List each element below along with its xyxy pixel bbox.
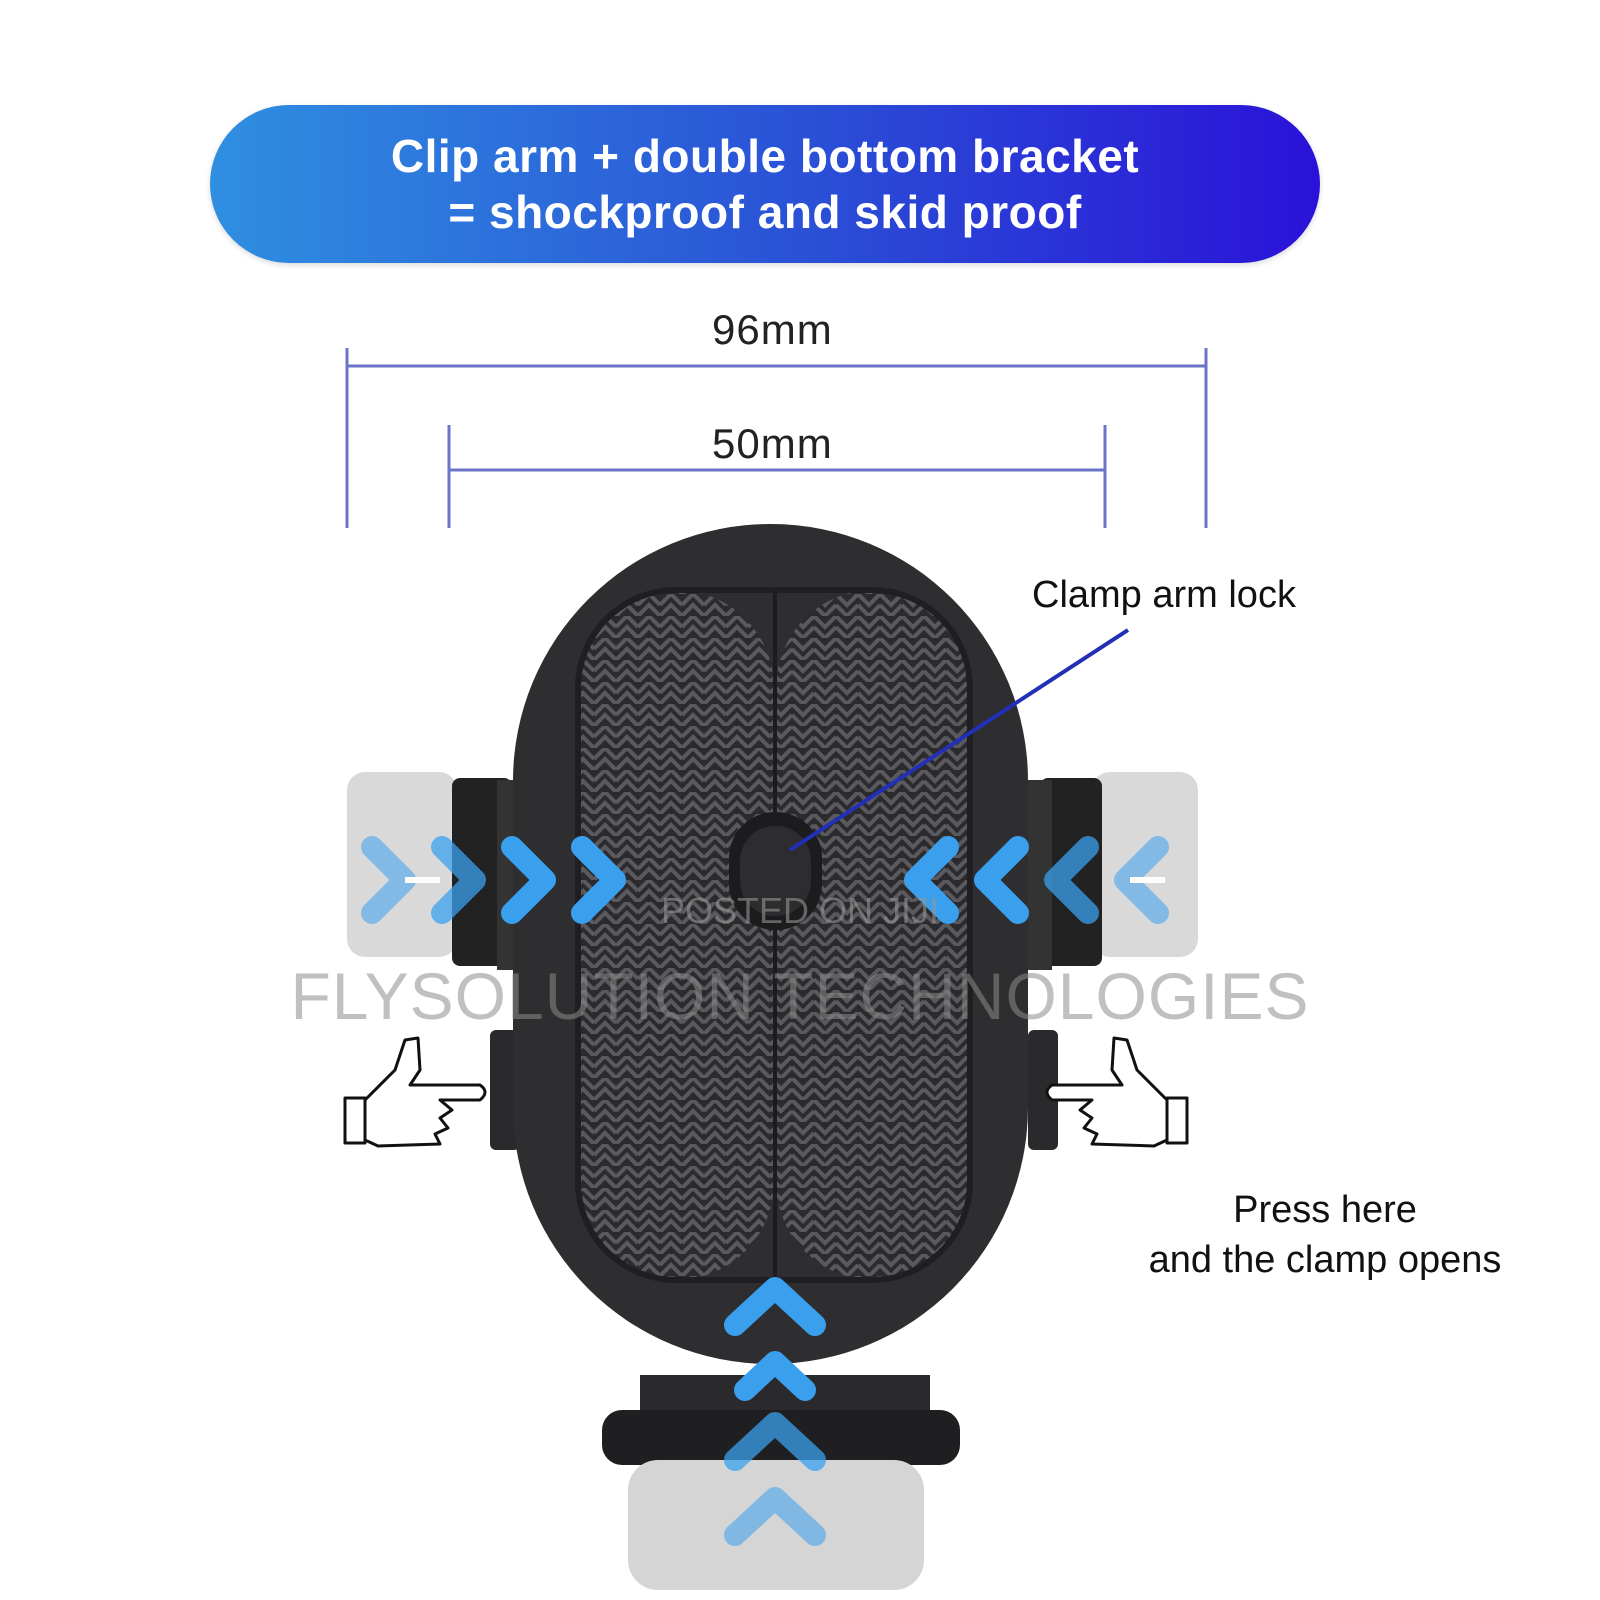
pointing-hand-left-icon — [1045, 1036, 1189, 1148]
headline-banner: Clip arm + double bottom bracket = shock… — [210, 105, 1320, 263]
dimension-outer — [345, 348, 1208, 528]
holder-pad-left — [578, 590, 774, 1280]
press-line-1: Press here — [1233, 1189, 1417, 1231]
inner-width-label: 50mm — [712, 420, 833, 467]
right-clamp-arm — [1022, 772, 1198, 970]
headline-line-1: Clip arm + double bottom bracket — [390, 130, 1140, 182]
left-release-button — [490, 1030, 520, 1150]
watermark-small: POSTED ON JIJI — [660, 890, 940, 931]
headline-line-2: = shockproof and skid proof — [448, 186, 1082, 238]
chevron-left-icon — [904, 836, 1169, 924]
watermark-main: FLYSOLUTION TECHNOLOGIES — [290, 959, 1310, 1033]
press-here-label: Press here and the clamp opens — [1075, 1185, 1575, 1285]
pointing-hand-right-icon — [343, 1036, 487, 1148]
clamp-arm-lock-label: Clamp arm lock — [1032, 574, 1296, 616]
callout-line — [788, 628, 1130, 852]
outer-width-label: 96mm — [712, 306, 833, 353]
press-line-2: and the clamp opens — [1148, 1239, 1502, 1281]
dimension-inner — [447, 425, 1107, 528]
left-clamp-arm — [347, 772, 527, 970]
bottom-bracket — [602, 1375, 960, 1590]
holder-pad-right — [776, 590, 972, 1280]
right-release-button — [1028, 1030, 1058, 1150]
chevron-up-icon — [724, 1277, 826, 1546]
